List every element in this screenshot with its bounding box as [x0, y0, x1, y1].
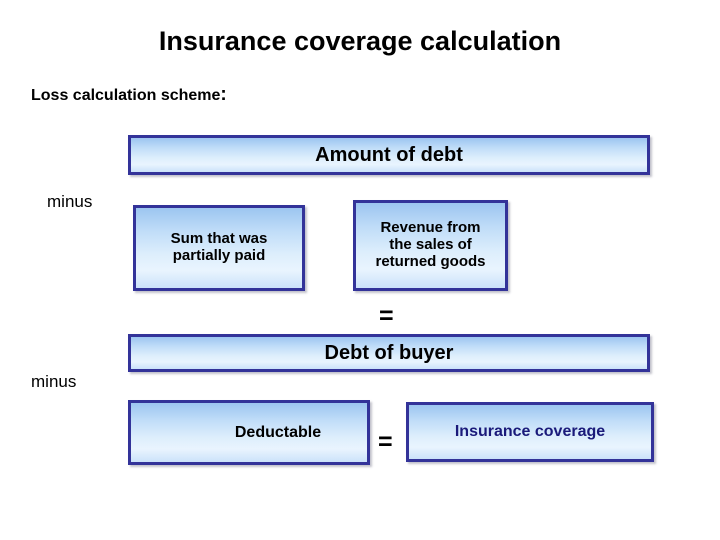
- box-insurance-coverage-label: Insurance coverage: [454, 423, 606, 441]
- operator-minus-bottom: minus: [31, 372, 77, 391]
- box-debt-of-buyer-label: Debt of buyer: [324, 341, 454, 364]
- box-amount-of-debt[interactable]: Amount of debt: [128, 135, 650, 175]
- box-revenue-returned-goods-label: Revenue from the sales of returned goods: [371, 219, 489, 270]
- operator-equals-bottom: =: [378, 428, 393, 456]
- box-deductable-label: Deductable: [234, 423, 322, 441]
- operator-minus-top: minus: [47, 192, 93, 211]
- box-insurance-coverage[interactable]: Insurance coverage: [406, 402, 654, 462]
- box-debt-of-buyer[interactable]: Debt of buyer: [128, 334, 650, 372]
- page-title: Insurance coverage calculation: [158, 26, 562, 56]
- box-revenue-returned-goods-line3: returned goods: [375, 252, 486, 270]
- box-sum-partially-paid-label: Sum that was partially paid: [167, 230, 272, 265]
- subtitle-colon: :: [220, 84, 227, 105]
- box-deductable[interactable]: Deductable: [128, 400, 370, 465]
- box-revenue-returned-goods-line1: Revenue from: [380, 219, 481, 237]
- box-revenue-returned-goods[interactable]: Revenue from the sales of returned goods: [353, 200, 508, 291]
- operator-equals-middle: =: [379, 302, 394, 330]
- box-sum-partially-paid-line1: Sum that was: [170, 230, 268, 248]
- box-sum-partially-paid[interactable]: Sum that was partially paid: [133, 205, 305, 291]
- subtitle: Loss calculation scheme:: [31, 84, 227, 106]
- box-revenue-returned-goods-line2: the sales of: [389, 236, 472, 254]
- box-sum-partially-paid-line2: partially paid: [172, 247, 266, 264]
- box-amount-of-debt-label: Amount of debt: [315, 143, 463, 166]
- subtitle-text: Loss calculation scheme: [31, 87, 221, 104]
